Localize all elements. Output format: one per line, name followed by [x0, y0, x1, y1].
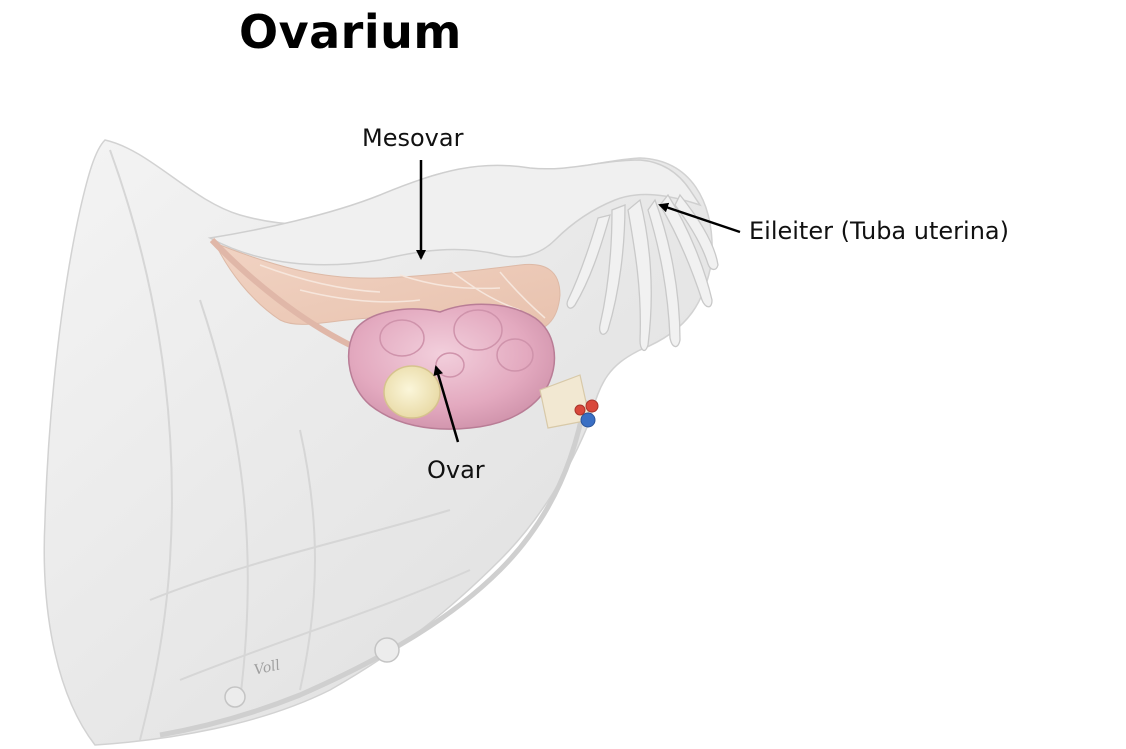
corpus-luteum [383, 365, 441, 419]
mesovar-vessels [259, 264, 546, 319]
sheet-folds [109, 149, 471, 741]
mesovar-label: Mesovar [362, 124, 464, 152]
fimbriae [566, 193, 719, 352]
fallopian-tube [207, 159, 702, 266]
artery-icon [585, 399, 599, 413]
ovary-follicles [379, 309, 534, 378]
eileiter-label: Eileiter (Tuba uterina) [749, 217, 1009, 245]
ligament-edge [159, 399, 588, 738]
ovary [347, 303, 556, 430]
eileiter-arrow [658, 202, 741, 234]
vein-icon [580, 412, 596, 428]
ovar-arrow [433, 365, 460, 443]
ovar-label: Ovar [427, 456, 485, 484]
page-title: Ovarium [239, 5, 462, 59]
